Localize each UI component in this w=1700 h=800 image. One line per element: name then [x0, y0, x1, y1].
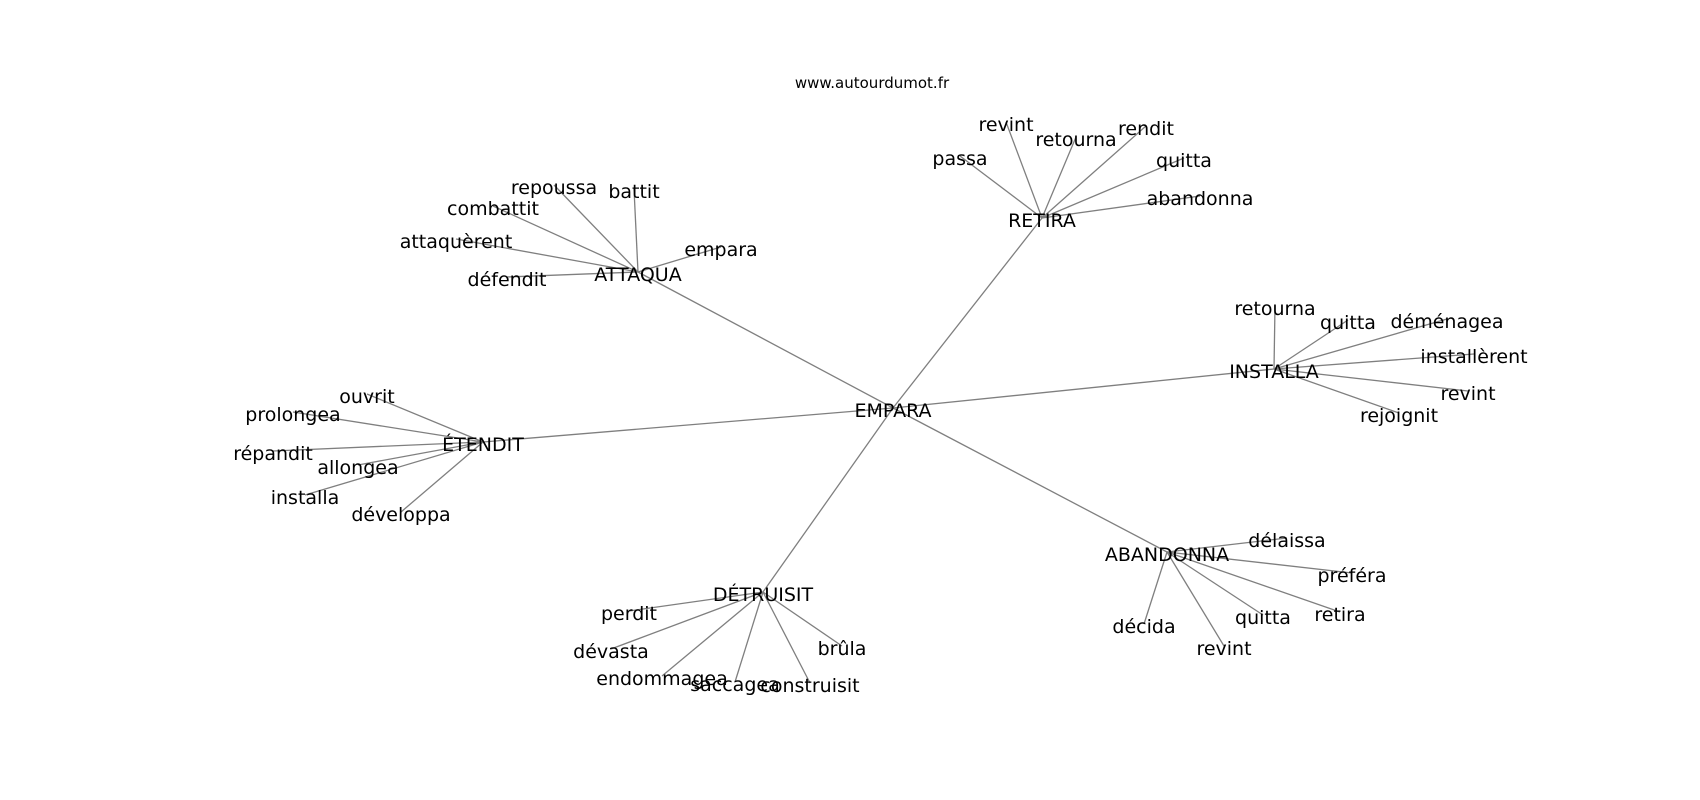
hub-node[interactable]: INSTALLA [1229, 361, 1319, 383]
edge-4-0 [1166, 537, 1288, 553]
leaf-node[interactable]: construisit [760, 675, 859, 697]
edge-3-2 [272, 441, 484, 452]
edge-2-2 [1273, 318, 1448, 370]
edge-2-4 [1273, 368, 1469, 392]
graph-edges [272, 121, 1475, 684]
hub-node[interactable]: RETIRA [1008, 210, 1076, 232]
edge-5-0 [628, 591, 764, 612]
leaf-node[interactable]: saccagea [690, 674, 779, 696]
leaf-node[interactable]: rejoignit [1360, 405, 1438, 427]
edge-3-5 [400, 441, 484, 513]
edge-0-0 [553, 184, 639, 273]
leaf-node[interactable]: revint [1440, 383, 1495, 405]
edge-center-1 [892, 217, 1043, 409]
edge-5-4 [734, 591, 764, 683]
edge-1-1 [1041, 136, 1077, 219]
leaf-node[interactable]: répandit [233, 443, 313, 465]
edge-4-5 [1166, 551, 1225, 647]
edge-1-2 [1041, 125, 1147, 219]
leaf-node[interactable]: passa [932, 148, 987, 170]
leaf-node[interactable]: ouvrit [339, 386, 394, 408]
leaf-node[interactable]: brûla [818, 638, 867, 660]
edge-2-1 [1273, 319, 1349, 370]
edge-center-4 [892, 407, 1168, 553]
leaf-node[interactable]: abandonna [1147, 188, 1254, 210]
leaf-node[interactable]: revint [1196, 638, 1251, 660]
edge-0-4 [506, 271, 639, 278]
hub-node[interactable]: ÉTENDIT [442, 433, 524, 456]
edge-center-2 [892, 368, 1275, 409]
edge-4-3 [1166, 551, 1264, 616]
leaf-node[interactable]: repoussa [511, 177, 597, 199]
leaf-node[interactable]: préféra [1318, 565, 1387, 587]
leaf-node[interactable]: battit [608, 181, 659, 203]
center-node[interactable]: EMPARA [854, 400, 931, 422]
edge-1-3 [959, 155, 1043, 219]
leaf-node[interactable]: quitta [1320, 312, 1376, 334]
leaf-node[interactable]: développa [351, 504, 450, 526]
leaf-node[interactable]: empara [684, 239, 757, 261]
edge-5-5 [762, 591, 811, 684]
leaf-node[interactable]: perdit [601, 603, 657, 625]
leaf-node[interactable]: allongea [317, 457, 398, 479]
edge-5-2 [762, 591, 843, 647]
edge-center-5 [762, 407, 894, 593]
hub-node[interactable]: DÉTRUISIT [713, 583, 814, 606]
edge-0-5 [637, 246, 722, 273]
leaf-node[interactable]: combattit [447, 198, 539, 220]
leaf-node[interactable]: délaissa [1248, 530, 1325, 552]
hub-node[interactable]: ABANDONNA [1105, 544, 1229, 566]
graph-labels: EMPARA ATTAQUA repoussa battit combattit atta… [233, 114, 1527, 697]
edge-2-5 [1273, 368, 1400, 414]
edge-1-0 [1005, 121, 1043, 219]
leaf-node[interactable]: défendit [468, 269, 547, 291]
leaf-node[interactable]: quitta [1156, 150, 1212, 172]
edge-1-5 [1041, 195, 1201, 219]
edge-2-0 [1273, 305, 1276, 370]
edge-1-4 [1041, 157, 1185, 219]
leaf-node[interactable]: revint [978, 114, 1033, 136]
edge-5-1 [610, 591, 764, 650]
leaf-node[interactable]: rendit [1118, 118, 1174, 140]
leaf-node[interactable]: prolongea [245, 404, 340, 426]
edge-0-3 [455, 238, 639, 273]
edge-3-0 [366, 393, 484, 443]
edge-0-2 [492, 205, 639, 273]
leaf-node[interactable]: quitta [1235, 607, 1291, 629]
leaf-node[interactable]: retourna [1234, 298, 1315, 320]
leaf-node[interactable]: installèrent [1420, 346, 1527, 368]
edge-3-1 [292, 411, 484, 443]
edge-5-3 [661, 591, 764, 677]
edge-3-3 [357, 441, 484, 466]
leaf-node[interactable]: installa [271, 487, 340, 509]
leaf-node[interactable]: attaquèrent [400, 231, 513, 253]
leaf-node[interactable]: endommagea [596, 668, 727, 690]
leaf-node[interactable]: dévasta [573, 641, 649, 663]
hub-node[interactable]: ATTAQUA [594, 264, 681, 286]
edge-3-4 [304, 441, 484, 496]
leaf-node[interactable]: déménagea [1390, 311, 1503, 333]
edge-4-1 [1166, 551, 1353, 574]
edge-0-1 [633, 188, 639, 273]
edge-center-0 [637, 271, 894, 409]
edge-4-4 [1166, 551, 1341, 613]
leaf-node[interactable]: retourna [1035, 129, 1116, 151]
site-url[interactable]: www.autourdumot.fr [795, 74, 950, 92]
leaf-node[interactable]: retira [1314, 604, 1365, 626]
edge-4-2 [1143, 551, 1168, 625]
edge-2-3 [1273, 353, 1475, 370]
leaf-node[interactable]: décida [1112, 616, 1175, 638]
edge-center-3 [482, 407, 894, 443]
